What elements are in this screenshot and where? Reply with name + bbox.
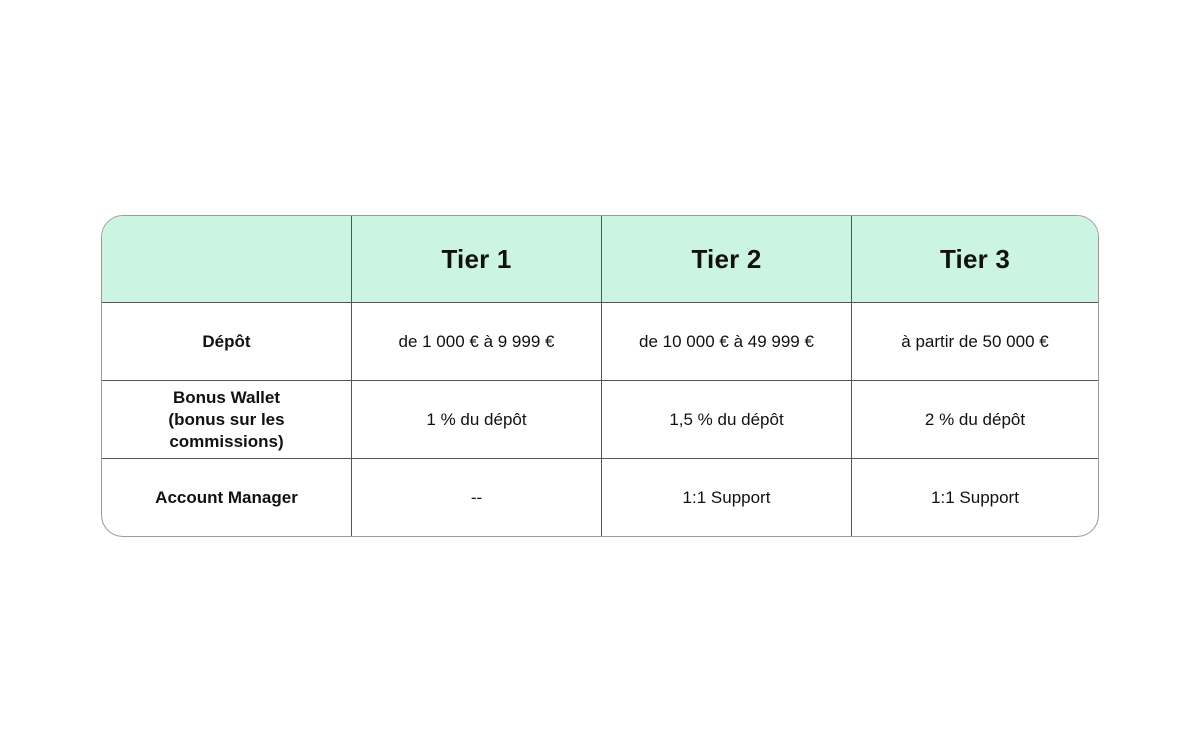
row-label-account-manager: Account Manager: [102, 459, 352, 536]
table-cell: 1 % du dépôt: [352, 381, 602, 459]
table-corner-cell: [102, 216, 352, 303]
table-cell: de 10 000 € à 49 999 €: [602, 303, 852, 381]
header-tier-1: Tier 1: [352, 216, 602, 303]
row-label-bonus-wallet: Bonus Wallet (bonus sur les commissions): [102, 381, 352, 459]
row-label-deposit: Dépôt: [102, 303, 352, 381]
table-cell: 1:1 Support: [602, 459, 852, 536]
table-cell: de 1 000 € à 9 999 €: [352, 303, 602, 381]
table-cell: 1,5 % du dépôt: [602, 381, 852, 459]
table-cell: 2 % du dépôt: [852, 381, 1098, 459]
table-cell: à partir de 50 000 €: [852, 303, 1098, 381]
tier-comparison-table: Tier 1 Tier 2 Tier 3 Dépôt de 1 000 € à …: [101, 215, 1099, 537]
header-tier-2: Tier 2: [602, 216, 852, 303]
table-cell: 1:1 Support: [931, 487, 1019, 507]
table-cell: --: [352, 459, 602, 536]
header-tier-3: Tier 3: [852, 216, 1098, 303]
